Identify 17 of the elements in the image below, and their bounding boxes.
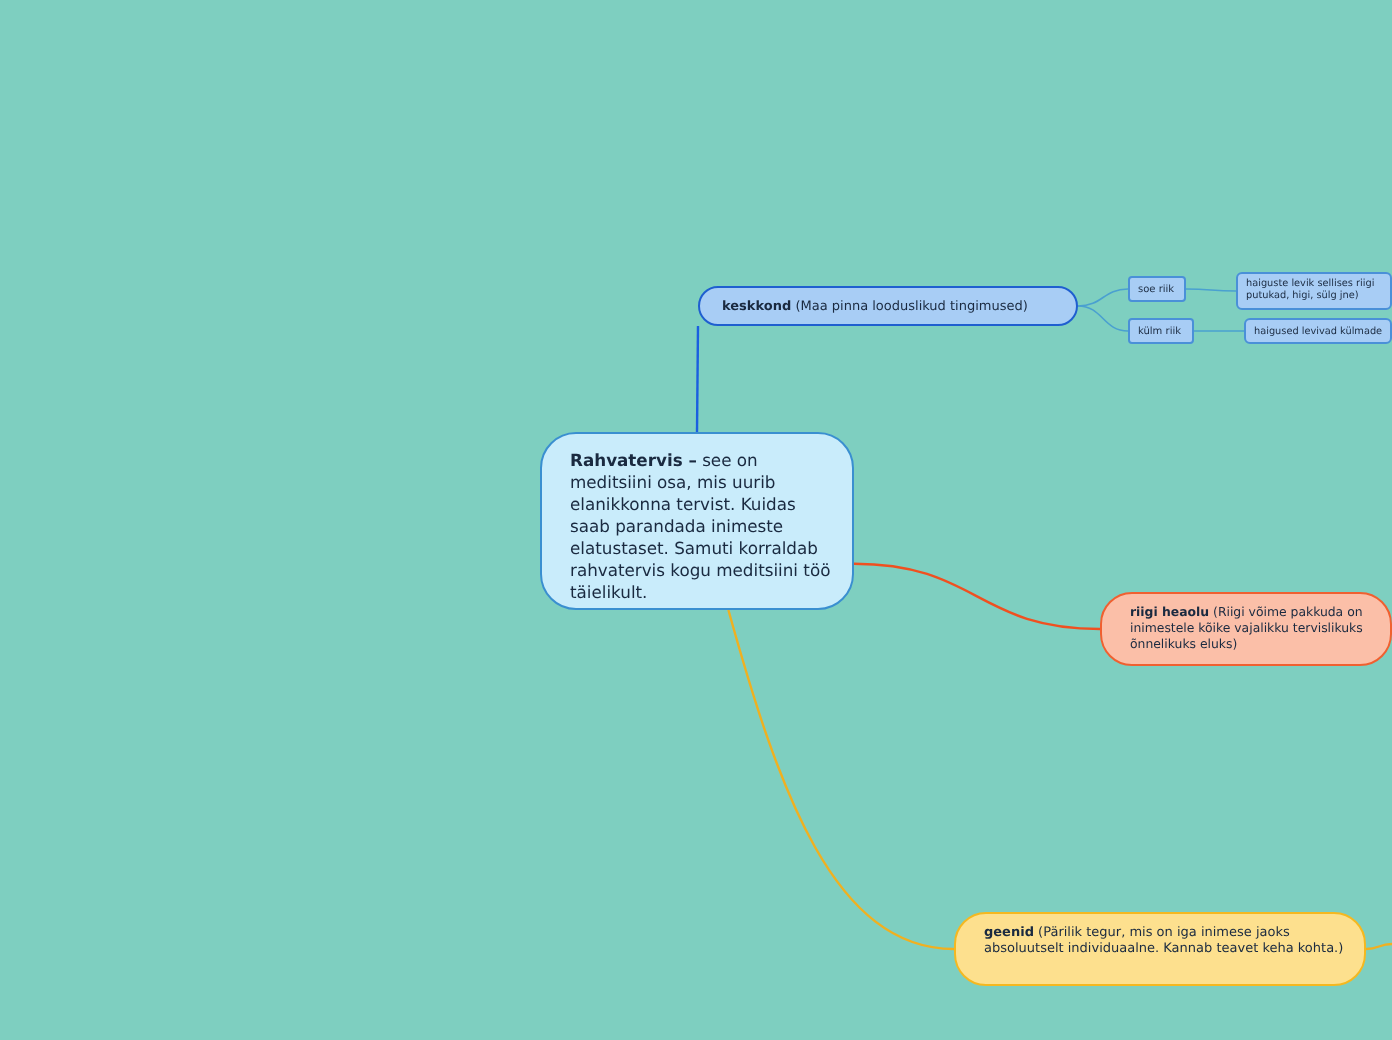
connector-line bbox=[695, 326, 700, 432]
node-text: Rahvatervis – see on meditsiini osa, mis uurib elanikkonna tervist. Kuidas saab parandada inimeste elatustaset. Samuti korraldab rahvatervis kogu meditsiini töö täielikult. bbox=[570, 450, 832, 603]
subtopic-box bbox=[1128, 318, 1194, 344]
connector-line bbox=[1365, 942, 1392, 951]
connector-line bbox=[1193, 330, 1245, 332]
connector-line bbox=[1185, 288, 1237, 292]
topic-box bbox=[698, 286, 1078, 326]
subtopic-box bbox=[1128, 276, 1186, 302]
subtopic-box bbox=[1236, 272, 1392, 310]
subtopic-box bbox=[1244, 318, 1392, 344]
central-topic bbox=[540, 432, 854, 610]
connector-line bbox=[1077, 305, 1129, 332]
connector-line bbox=[727, 609, 955, 951]
topic-box bbox=[954, 912, 1366, 986]
connector-line bbox=[1077, 288, 1129, 307]
topic-box bbox=[1100, 592, 1392, 666]
connector-line bbox=[853, 562, 1101, 631]
